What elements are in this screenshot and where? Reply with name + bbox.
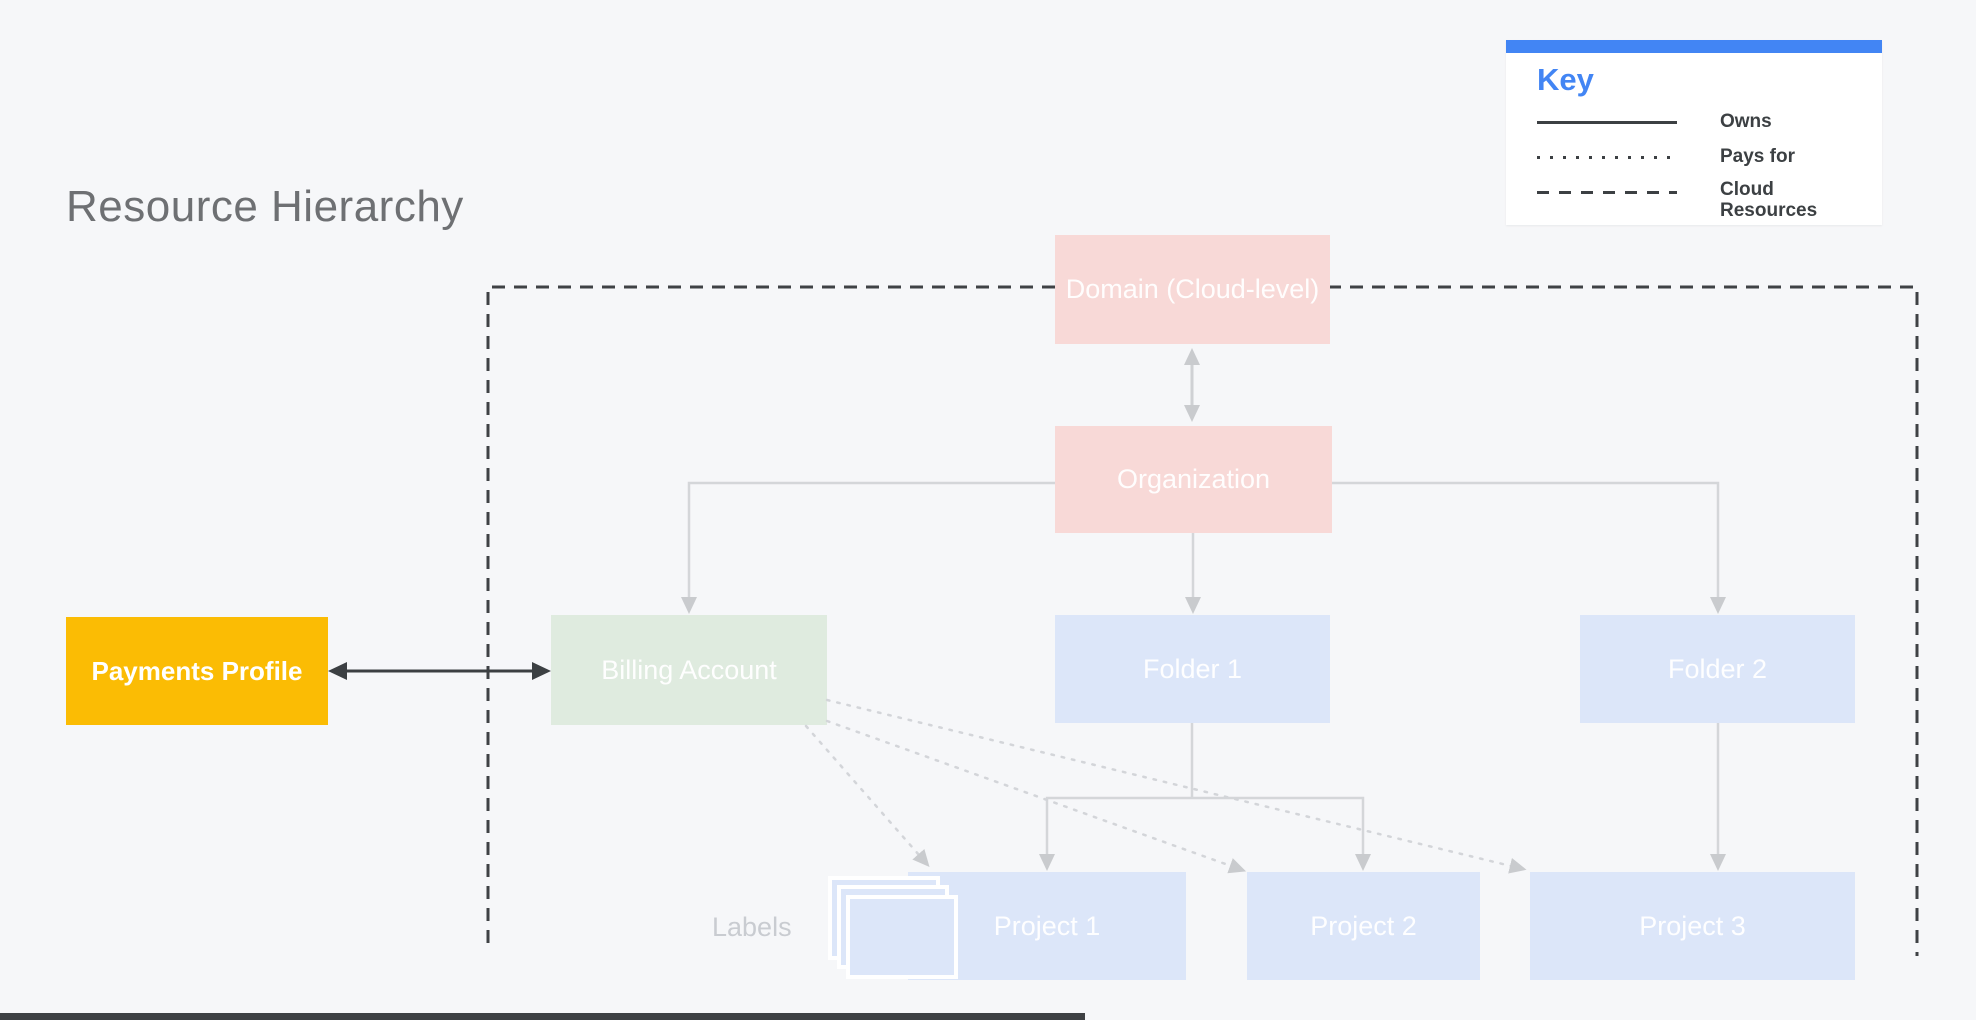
node-billing-account: Billing Account (551, 615, 827, 725)
node-organization: Organization (1055, 426, 1332, 533)
node-folder-2: Folder 2 (1580, 615, 1855, 723)
label-card-icon (846, 895, 958, 979)
labels-stack-icon (828, 876, 968, 988)
node-project-2-label: Project 2 (1310, 910, 1417, 941)
node-billing-account-label: Billing Account (601, 654, 777, 685)
legend-item-cloud-resources-label: Cloud Resources (1720, 179, 1818, 221)
node-project-2: Project 2 (1247, 872, 1480, 980)
node-domain-label: Domain (Cloud-level) (1065, 274, 1320, 304)
node-payments-profile-label: Payments Profile (91, 655, 303, 686)
owns-arrow-org-to-billing (681, 481, 1055, 614)
page-title: Resource Hierarchy (66, 182, 464, 231)
node-payments-profile: Payments Profile (66, 617, 328, 725)
pays-for-arrow-to-project-1 (804, 724, 930, 868)
bottom-page-edge-bar (0, 1013, 1085, 1020)
dotted-line-sample (1537, 156, 1677, 159)
solid-line-sample (1537, 121, 1677, 124)
node-organization-label: Organization (1116, 464, 1271, 494)
node-project-3: Project 3 (1530, 872, 1855, 980)
labels-caption: Labels (712, 912, 792, 942)
owns-arrows-folder-1-to-projects (1039, 796, 1371, 871)
pays-for-arrow-to-project-3 (825, 698, 1527, 874)
node-folder-1-label: Folder 1 (1142, 653, 1243, 684)
legend-accent-bar (1506, 40, 1882, 53)
legend-item-owns-label: Owns (1720, 111, 1772, 132)
legend-item-pays-for-label: Pays for (1720, 146, 1795, 167)
node-project-3-label: Project 3 (1639, 910, 1746, 941)
legend-title: Key (1537, 62, 1594, 97)
legend-card: Key Owns Pays for Cloud Resources (1506, 40, 1882, 225)
node-project-1-label: Project 1 (993, 910, 1101, 941)
owns-arrow-org-to-folder-2 (1332, 481, 1726, 614)
pays-for-arrow-to-project-2 (825, 719, 1247, 874)
node-folder-1: Folder 1 (1055, 615, 1330, 723)
dashed-line-sample (1537, 191, 1677, 194)
node-domain: Domain (Cloud-level) (1055, 235, 1330, 344)
node-folder-2-label: Folder 2 (1667, 653, 1768, 684)
